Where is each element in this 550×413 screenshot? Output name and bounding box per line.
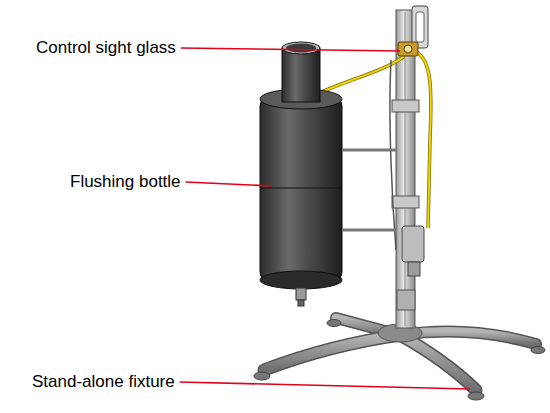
part-label: Stand-alone fixture — [32, 371, 175, 393]
sight-glass — [398, 42, 418, 56]
part-label: Flushing bottle — [70, 171, 181, 193]
stand-column — [392, 6, 428, 328]
leader-line — [186, 182, 272, 186]
part-label: Control sight glass — [36, 37, 176, 59]
leader-line — [180, 382, 470, 389]
flushing-bottle — [260, 42, 396, 306]
leader-line — [181, 48, 400, 51]
leader-lines — [180, 48, 470, 389]
